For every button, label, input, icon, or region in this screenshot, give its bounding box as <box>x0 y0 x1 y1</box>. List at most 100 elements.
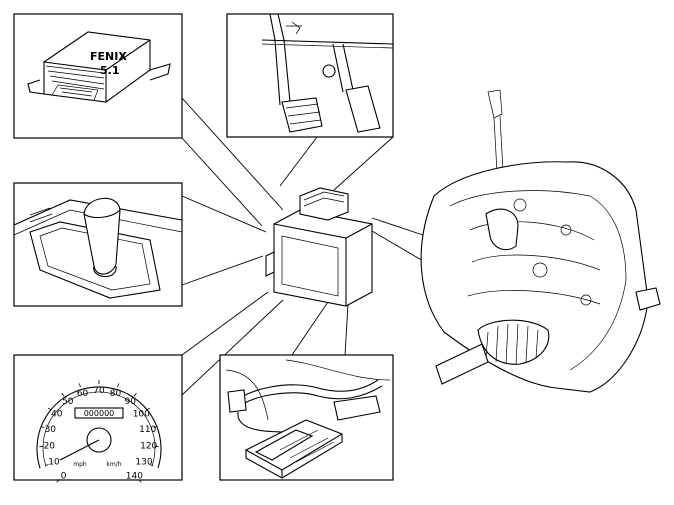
ecu-brand-label: FENIX <box>90 50 127 63</box>
tcu-label-plate <box>281 235 339 297</box>
speedometer-tick <box>40 426 45 428</box>
ray-to-pedals <box>279 136 318 187</box>
gearbox-illustration <box>420 89 661 393</box>
ray-to-selector-2 <box>181 255 264 286</box>
speedometer-scale-label: 10 <box>48 458 60 468</box>
speedometer-needle <box>59 439 100 461</box>
ecu-panel: FENIX 5.1 <box>13 13 183 139</box>
speedometer-scale-label: 40 <box>51 409 63 419</box>
speedometer-tick <box>117 383 120 388</box>
gearbox-bolt-3 <box>532 262 548 278</box>
speedometer-scale-label: 70 <box>93 386 105 396</box>
ray-to-selector <box>181 195 267 233</box>
tester-screen <box>254 429 314 461</box>
gearbox-ribs <box>467 221 601 305</box>
speedometer-tick <box>133 392 137 397</box>
tcu-housing <box>273 209 373 307</box>
console-edge <box>13 199 183 226</box>
brake-pad-grip <box>285 103 322 125</box>
speedometer-scale-label: 20 <box>44 442 56 452</box>
gearbox-bolt-4 <box>580 294 592 306</box>
drive-shaft <box>435 343 489 385</box>
speedometer-rim <box>36 386 162 469</box>
speedometer-tick <box>146 407 151 411</box>
connection-rays <box>181 97 442 396</box>
speedometer-tick <box>149 463 154 467</box>
selector-gate-inner <box>39 227 151 291</box>
selector-panel <box>13 182 183 307</box>
speedometer-scale-label: 140 <box>126 471 143 481</box>
selector-boot <box>93 265 117 278</box>
gearbox-bolt-2 <box>560 224 572 236</box>
tcu-connector <box>299 187 349 221</box>
speedometer-scale-label: 0 <box>61 471 67 481</box>
speedometer-scale-label: 130 <box>135 458 152 468</box>
speedometer-tick <box>61 392 65 397</box>
interface-module <box>333 395 381 421</box>
speedometer-scale-label: 80 <box>110 389 122 399</box>
ray-to-ecu-2 <box>181 137 263 227</box>
speedometer-scale-label: 120 <box>140 442 157 452</box>
speedometer-unit-right: km/h <box>106 461 121 468</box>
diagnostic-cable-2 <box>235 385 383 411</box>
pedals-panel <box>226 13 394 138</box>
brake-pedal-arm <box>269 13 281 106</box>
accelerator-pedal-pad <box>345 85 381 133</box>
tcu-mount-tab <box>265 251 275 277</box>
speedometer-tick <box>138 479 142 483</box>
speedometer-scale-label: 50 <box>62 397 74 407</box>
speedometer-rim-inner <box>42 391 156 467</box>
speedometer-tick <box>47 407 52 411</box>
diagnostic-cable <box>231 379 379 405</box>
speedometer-tick <box>153 426 158 428</box>
tester-lead <box>237 411 289 433</box>
diagnostic-panel <box>219 354 394 481</box>
ray-to-speedo-2 <box>181 299 284 396</box>
speedometer-scale-label: 110 <box>139 425 156 435</box>
bulkhead-line-2 <box>261 43 394 49</box>
ecu-bracket-left <box>27 79 45 95</box>
speedometer-tick <box>78 383 81 388</box>
brake-pedal-arm-2 <box>277 13 291 103</box>
gearbox-casing <box>420 161 649 393</box>
tcu-module <box>265 187 373 307</box>
cv-boot-folds <box>485 323 539 365</box>
ecu-bracket-right <box>149 63 171 81</box>
ecu-connector <box>51 84 99 101</box>
tester-keypad <box>279 429 335 463</box>
speedometer-tick <box>44 463 49 467</box>
tcu-connector-pins <box>303 191 345 207</box>
ecu-ribs <box>45 65 105 90</box>
selector-gate <box>29 221 161 299</box>
odometer-readout: 000000 <box>84 409 115 418</box>
obd-connector <box>227 389 247 413</box>
selector-lever-top <box>83 209 121 219</box>
gearbox-bolt <box>513 198 527 212</box>
selector-cable-end <box>487 89 503 119</box>
console-edge-2 <box>13 209 183 236</box>
speedometer-scale-label: 90 <box>124 397 136 407</box>
accelerator-arm <box>332 43 354 93</box>
gearbox-contour <box>449 190 627 371</box>
ray-to-diagnostic <box>291 295 333 356</box>
tester-thickness <box>245 434 343 479</box>
dashboard-edge-2 <box>285 359 391 381</box>
ray-to-speedo <box>181 291 269 356</box>
ecu-connector-pins <box>59 87 93 97</box>
speedometer-unit-left: mph <box>73 461 87 468</box>
pedal-screw-icon <box>286 21 302 35</box>
speedometer-scale-label: 100 <box>133 409 150 419</box>
cv-joint-boot <box>477 319 550 365</box>
output-shaft-stub <box>635 287 661 311</box>
speedometer-scale-label: 60 <box>77 389 89 399</box>
ecu-version-label: 5.1 <box>100 64 120 77</box>
dashboard-edge <box>225 369 269 421</box>
speedometer-tick <box>56 479 60 483</box>
diagnostic-panel-frame <box>219 354 394 481</box>
pedal-switch <box>322 64 336 78</box>
odometer-window <box>74 407 124 419</box>
